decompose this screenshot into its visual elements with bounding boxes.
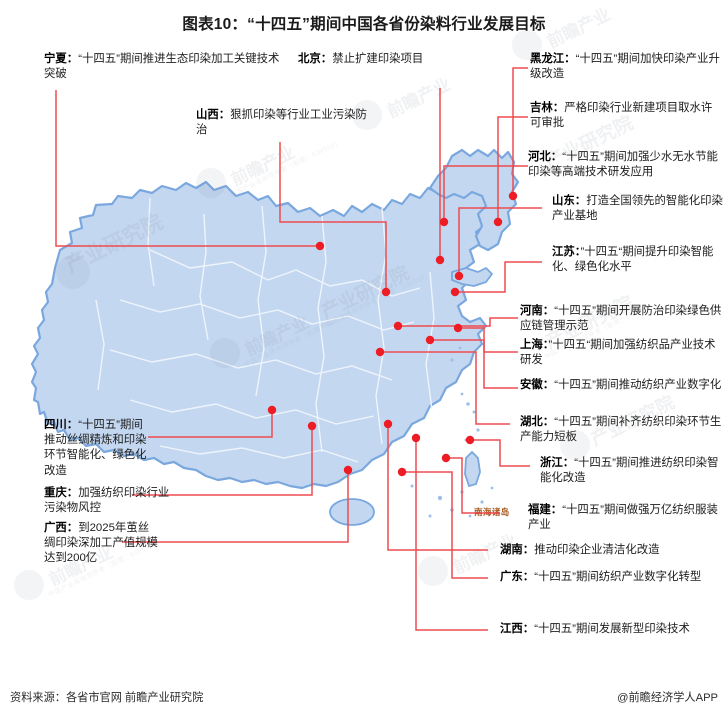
callout-text-jiangsu: ”十四五“期间提升印染智能化、绿色化水平 — [552, 246, 714, 274]
callout-text-zhejiang: “十四五”期间推进纺织印染智能化改造 — [540, 457, 719, 485]
callout-beijing: 北京：禁止扩建印染项目 — [298, 52, 498, 67]
callout-text-sichuan: “十四五”期间推动丝绸精炼和印染环节智能化、绿色化改造 — [44, 419, 147, 477]
callout-jiangsu: 江苏：”十四五“期间提升印染智能化、绿色化水平 — [552, 245, 728, 275]
callout-province-hunan: 湖南： — [500, 544, 535, 556]
callout-province-guangxi: 广西： — [44, 522, 79, 534]
app-watermark-note: @前瞻经济学人APP — [617, 692, 718, 704]
callout-shandong: 山东：打造全国领先的智能化印染产业基地 — [552, 194, 728, 224]
callout-province-beijing: 北京： — [298, 53, 333, 65]
callout-text-henan: “十四五”期间开展防治印染绿色供应链管理示范 — [520, 305, 722, 333]
callout-text-shanxi: 狠抓印染等行业工业污染防治 — [196, 109, 367, 137]
callout-zhejiang: 浙江：“十四五”期间推进纺织印染智能化改造 — [540, 456, 728, 486]
callout-province-hebei: 河北： — [528, 151, 563, 163]
callout-text-jilin: 严格印染行业新建项目取水许可审批 — [530, 102, 713, 130]
callout-province-shanxi: 山西： — [196, 109, 231, 121]
callout-text-beijing: 禁止扩建印染项目 — [332, 53, 424, 65]
callout-province-guangdong: 广东： — [500, 571, 535, 583]
callout-chongqing: 重庆：加强纺织印染行业污染物风控 — [44, 486, 172, 516]
callout-province-jiangxi: 江西： — [500, 623, 535, 635]
callout-text-guangdong: “十四五”期间纺织产业数字化转型 — [534, 571, 702, 583]
south-sea-islands-label: 南海诸岛 — [474, 507, 510, 517]
callout-province-zhejiang: 浙江： — [540, 457, 575, 469]
callout-anhui: 安徽：“十四五”期间推动纺织产业数字化 — [520, 378, 724, 393]
callout-province-hubei: 湖北： — [520, 416, 555, 428]
callout-hubei: 湖北：“十四五”期间补齐纺织印染环节生产能力短板 — [520, 415, 724, 445]
callout-hunan: 湖南：推动印染企业清洁化改造 — [500, 543, 724, 558]
callout-text-hunan: 推动印染企业清洁化改造 — [534, 544, 660, 556]
callout-text-hebei: “十四五”期间加强少水无水节能印染等高端技术研发应用 — [528, 151, 718, 179]
callout-text-hubei: “十四五”期间补齐纺织印染环节生产能力短板 — [520, 416, 722, 444]
callout-text-ningxia: “十四五”期间推进生态印染加工关键技术突破 — [44, 53, 280, 81]
callout-shanxi: 山西：狠抓印染等行业工业污染防治 — [196, 108, 376, 138]
callout-text-chongqing: 加强纺织印染行业污染物风控 — [44, 487, 170, 515]
callout-province-sichuan: 四川： — [44, 419, 79, 431]
callout-guangdong: 广东：“十四五”期间纺织产业数字化转型 — [500, 570, 720, 585]
callout-province-chongqing: 重庆： — [44, 487, 79, 499]
callout-text-anhui: “十四五”期间推动纺织产业数字化 — [554, 379, 722, 391]
hainan-island-path — [329, 498, 375, 526]
callout-text-shandong: 打造全国领先的智能化印染产业基地 — [552, 195, 723, 223]
callout-text-guangxi: 到2025年茧丝绸印染深加工产值规模达到200亿 — [44, 522, 158, 565]
callout-province-jiangsu: 江苏： — [552, 246, 581, 258]
shandong-peninsula-path — [451, 267, 493, 287]
page-title: 图表10：“十四五”期间中国各省份染料行业发展目标 — [182, 16, 546, 33]
callout-sichuan: 四川：“十四五”期间推动丝绸精炼和印染环节智能化、绿色化改造 — [44, 418, 154, 479]
callout-fujian: 福建：“十四五”期间做强万亿纺织服装产业 — [528, 503, 724, 533]
callout-jilin: 吉林：严格印染行业新建项目取水许可审批 — [530, 101, 722, 131]
callout-shanghai: 上海：”十四五“期间加强纺织品产业技术研发 — [520, 338, 724, 368]
callout-henan: 河南：“十四五”期间开展防治印染绿色供应链管理示范 — [520, 304, 724, 334]
taiwan-island-path — [464, 450, 481, 488]
callout-text-heilongjiang: “十四五”期间加快印染产业升级改造 — [530, 53, 720, 81]
callout-province-henan: 河南： — [520, 305, 555, 317]
callout-hebei: 河北：“十四五”期间加强少水无水节能印染等高端技术研发应用 — [528, 150, 724, 180]
callout-province-fujian: 福建： — [528, 504, 563, 516]
callout-province-shanghai: 上海： — [520, 339, 549, 351]
callout-jiangxi: 江西：“十四五”期间发展新型印染技术 — [500, 622, 720, 637]
callout-text-shanghai: ”十四五“期间加强纺织品产业技术研发 — [520, 339, 716, 367]
callout-province-shandong: 山东： — [552, 195, 587, 207]
callout-heilongjiang: 黑龙江：“十四五”期间加快印染产业升级改造 — [530, 52, 722, 82]
source-note: 资料来源：各省市官网 前瞻产业研究院 — [10, 692, 204, 704]
callout-province-anhui: 安徽： — [520, 379, 555, 391]
callout-ningxia: 宁夏：“十四五”期间推进生态印染加工关键技术突破 — [44, 52, 284, 82]
callout-guangxi: 广西：到2025年茧丝绸印染深加工产值规模达到200亿 — [44, 521, 158, 567]
callout-province-jilin: 吉林： — [530, 102, 565, 114]
callout-province-heilongjiang: 黑龙江： — [530, 53, 576, 65]
callout-text-fujian: “十四五”期间做强万亿纺织服装产业 — [528, 504, 718, 532]
callout-province-ningxia: 宁夏： — [44, 53, 79, 65]
callout-text-jiangxi: “十四五”期间发展新型印染技术 — [534, 623, 690, 635]
